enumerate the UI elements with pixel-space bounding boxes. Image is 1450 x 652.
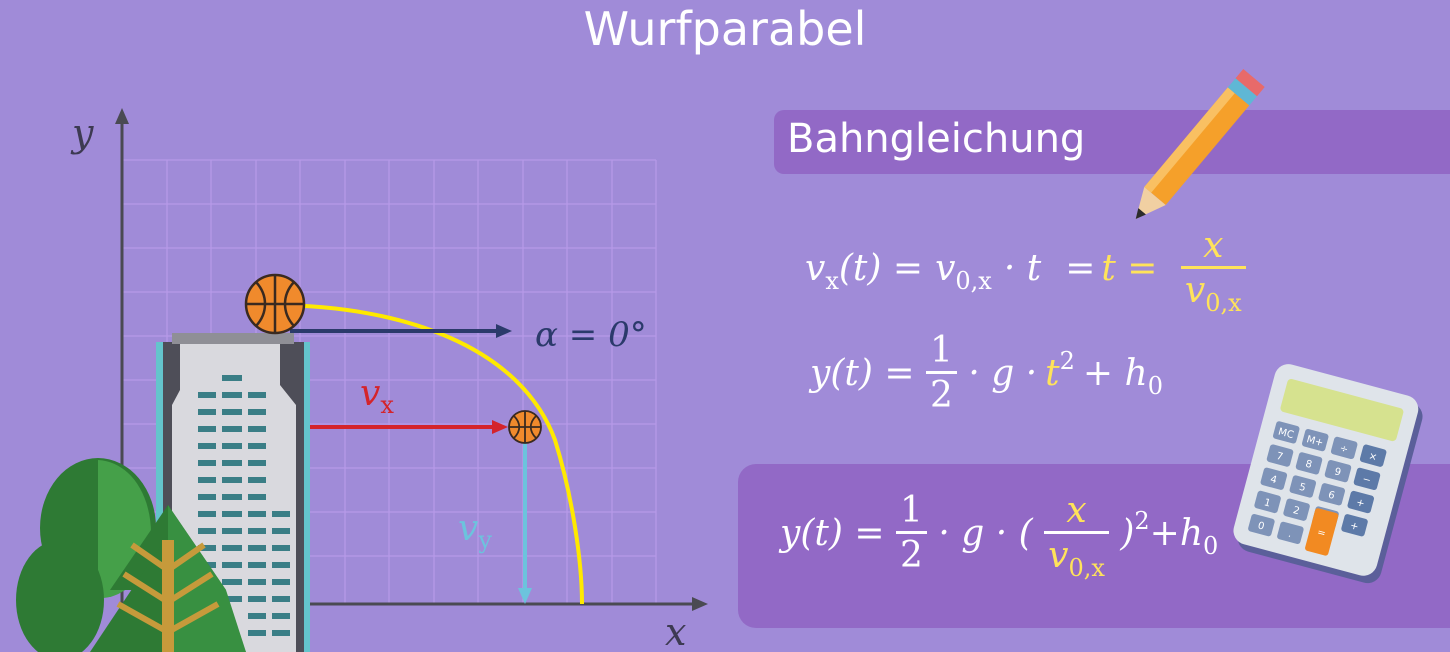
calculator-key (1305, 508, 1339, 556)
calculator-key (1283, 498, 1310, 521)
trajectory-curve (275, 303, 584, 605)
calculator-key-label: 8 (1304, 459, 1313, 471)
calculator-key-label: 9 (1333, 466, 1342, 478)
calculator-key (1254, 490, 1281, 514)
y-axis-label: y (70, 111, 94, 155)
calculator-key (1318, 483, 1346, 506)
calculator-key (1295, 452, 1323, 475)
calculator-key (1353, 467, 1381, 490)
vy-arrow (518, 442, 532, 604)
equation-vx-fraction: x v0,x (1180, 228, 1246, 315)
basketball-midflight-icon (508, 410, 542, 444)
angle-label: α = 0° (535, 315, 647, 355)
page-title: Wurfparabel (583, 2, 867, 56)
calculator-key-label: M+ (1305, 434, 1324, 449)
equation-result-x-fraction: x v0,x (1044, 493, 1109, 580)
basketball-start-icon (244, 273, 306, 335)
vx-arrow (310, 420, 508, 434)
pine-tree (90, 505, 246, 652)
horizontal-velocity-direction-arrow (290, 324, 512, 338)
equation-result: y(t) = 1 2 · g · ( x v0,x )2+h0 (780, 490, 1219, 582)
section-label: Bahngleichung (787, 116, 1086, 162)
calculator-key (1260, 467, 1288, 490)
calculator-key-label: × (1367, 451, 1378, 464)
calculator-key-label: 1 (1263, 497, 1272, 509)
calculator-key (1359, 444, 1387, 467)
calculator-key-label: − (1361, 474, 1372, 487)
calculator-key (1289, 475, 1317, 498)
calculator-key-label: 5 (1298, 482, 1307, 494)
building-windows (198, 375, 290, 636)
equation-y-half-fraction: 1 2 (925, 333, 957, 414)
calculator-key (1330, 436, 1358, 460)
calculator-key (1248, 513, 1275, 537)
calculator-key (1347, 490, 1374, 514)
calculator-key-label: . (1287, 529, 1293, 540)
calculator-key-label: MC (1277, 427, 1295, 442)
calculator-key (1341, 514, 1368, 537)
calculator-key (1272, 421, 1300, 444)
calculator-key (1277, 521, 1304, 545)
vy-label: vy (458, 508, 492, 554)
equation-y: y(t) = 1 2 · g ·t2+ h0 (810, 330, 1163, 416)
calculator-key-label: 2 (1292, 505, 1301, 517)
calculator-key-label: 7 (1275, 451, 1284, 463)
calculator-key (1324, 459, 1352, 483)
calculator-key (1301, 429, 1329, 452)
equation-result-half-fraction: 1 2 (895, 493, 927, 574)
calculator-key-label: = (1316, 527, 1327, 540)
equation-vx: vx(t) =v0,x· t=t = x v0,x (805, 228, 1246, 318)
section-band (774, 110, 1450, 174)
vx-label: vx (360, 373, 394, 419)
calculator-key-label: 0 (1257, 520, 1266, 532)
calculator-key (1266, 444, 1294, 467)
calculator-key-label: + (1355, 497, 1366, 510)
calculator-key-label: ÷ (1338, 443, 1349, 456)
calculator-key-label: 4 (1269, 474, 1278, 486)
calculator-key-label: + (1349, 520, 1360, 533)
x-axis-label: x (665, 610, 686, 652)
calculator-key-label: 6 (1327, 490, 1336, 502)
